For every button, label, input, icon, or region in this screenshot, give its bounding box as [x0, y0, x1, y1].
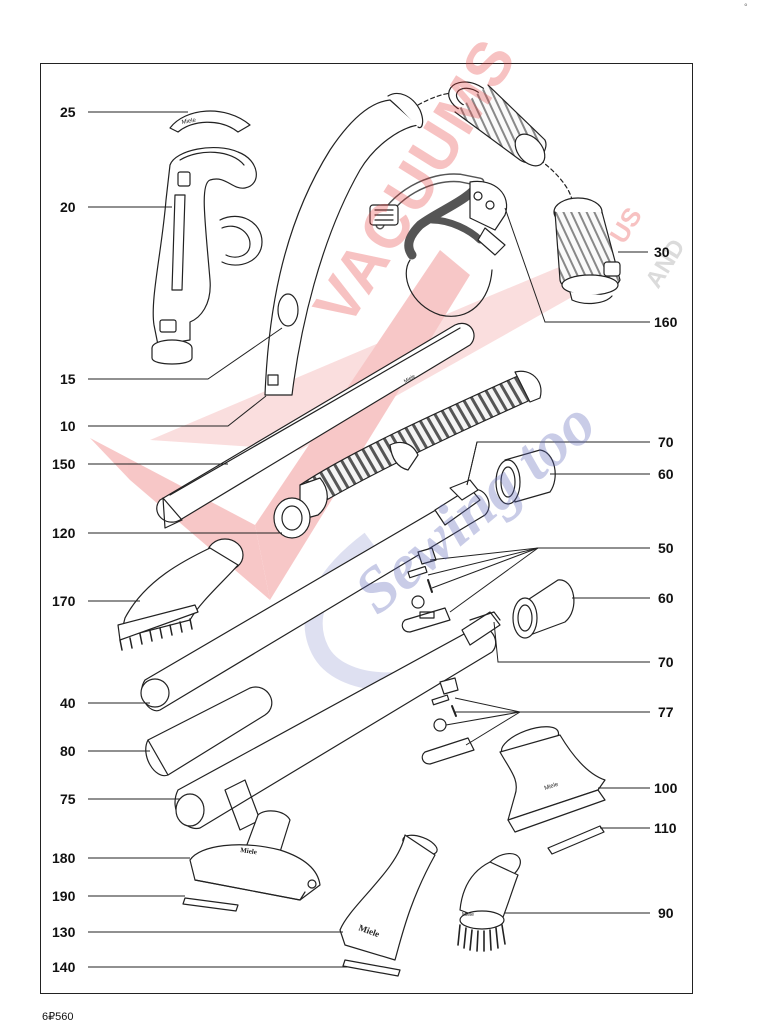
part-170-dusting-brush — [117, 538, 244, 651]
part-20-handle — [151, 146, 263, 365]
part-25-cover: Miele — [169, 110, 251, 133]
callout-25: 25 — [60, 104, 76, 120]
callout-90: 90 — [658, 905, 674, 921]
callout-77: 77 — [658, 704, 674, 720]
callout-120: 120 — [52, 525, 76, 541]
part-90-round-brush: Miele — [457, 852, 521, 952]
callout-40: 40 — [60, 695, 76, 711]
callout-75: 75 — [60, 791, 76, 807]
svg-text:Miele: Miele — [544, 782, 560, 792]
part-75-wand-tube — [174, 611, 501, 831]
callout-140: 140 — [52, 959, 76, 975]
callout-80: 80 — [60, 743, 76, 759]
part-60-sleeve-lower — [512, 579, 575, 639]
callout-60-top: 60 — [658, 466, 674, 482]
part-100-upholstery-tool: Miele — [499, 726, 606, 833]
part-120-corrugated-hose — [273, 370, 542, 539]
part-140-strip — [342, 959, 401, 977]
part-190-strip — [182, 897, 239, 912]
callout-150: 150 — [52, 456, 76, 472]
callout-10: 10 — [60, 418, 76, 434]
connection-line — [417, 92, 466, 106]
callout-50: 50 — [658, 540, 674, 556]
callout-15: 15 — [60, 371, 76, 387]
callout-170: 170 — [52, 593, 76, 609]
part-160-electric-hose — [369, 173, 508, 317]
diagram-frame — [40, 63, 693, 994]
part-30-swivel-connector — [553, 197, 621, 305]
part-hose-connector-top — [448, 81, 547, 167]
svg-text:Miele: Miele — [403, 373, 417, 384]
callout-60-lower: 60 — [658, 590, 674, 606]
part-10-curved-wand — [264, 92, 424, 396]
part-80-crevice-nozzle — [145, 686, 273, 777]
callout-30: 30 — [654, 244, 670, 260]
part-180-floor-tool: Miele — [189, 810, 321, 901]
part-130-wide-nozzle: Miele — [339, 834, 438, 961]
part-40-wand-tube — [140, 479, 490, 712]
callout-190: 190 — [52, 888, 76, 904]
leader-lines — [88, 111, 650, 968]
callout-130: 130 — [52, 924, 76, 940]
part-50-latch-parts — [401, 547, 451, 633]
part-60-sleeve-top — [495, 449, 556, 505]
part-150-crevice-tool: Miele — [156, 322, 475, 529]
part-77-latch-parts — [421, 677, 475, 765]
callout-180: 180 — [52, 850, 76, 866]
callout-70-top: 70 — [658, 434, 674, 450]
callout-20: 20 — [60, 199, 76, 215]
callout-70-lower: 70 — [658, 654, 674, 670]
part-110-strip — [547, 825, 605, 855]
callout-160: 160 — [654, 314, 678, 330]
svg-text:Miele: Miele — [462, 912, 474, 918]
callout-100: 100 — [654, 780, 678, 796]
callout-110: 110 — [654, 820, 677, 836]
svg-text:Miele: Miele — [181, 117, 197, 126]
corner-mark: ° — [744, 2, 748, 12]
page-reference: 6₽560 — [42, 1011, 74, 1023]
svg-text:Miele: Miele — [240, 846, 258, 856]
